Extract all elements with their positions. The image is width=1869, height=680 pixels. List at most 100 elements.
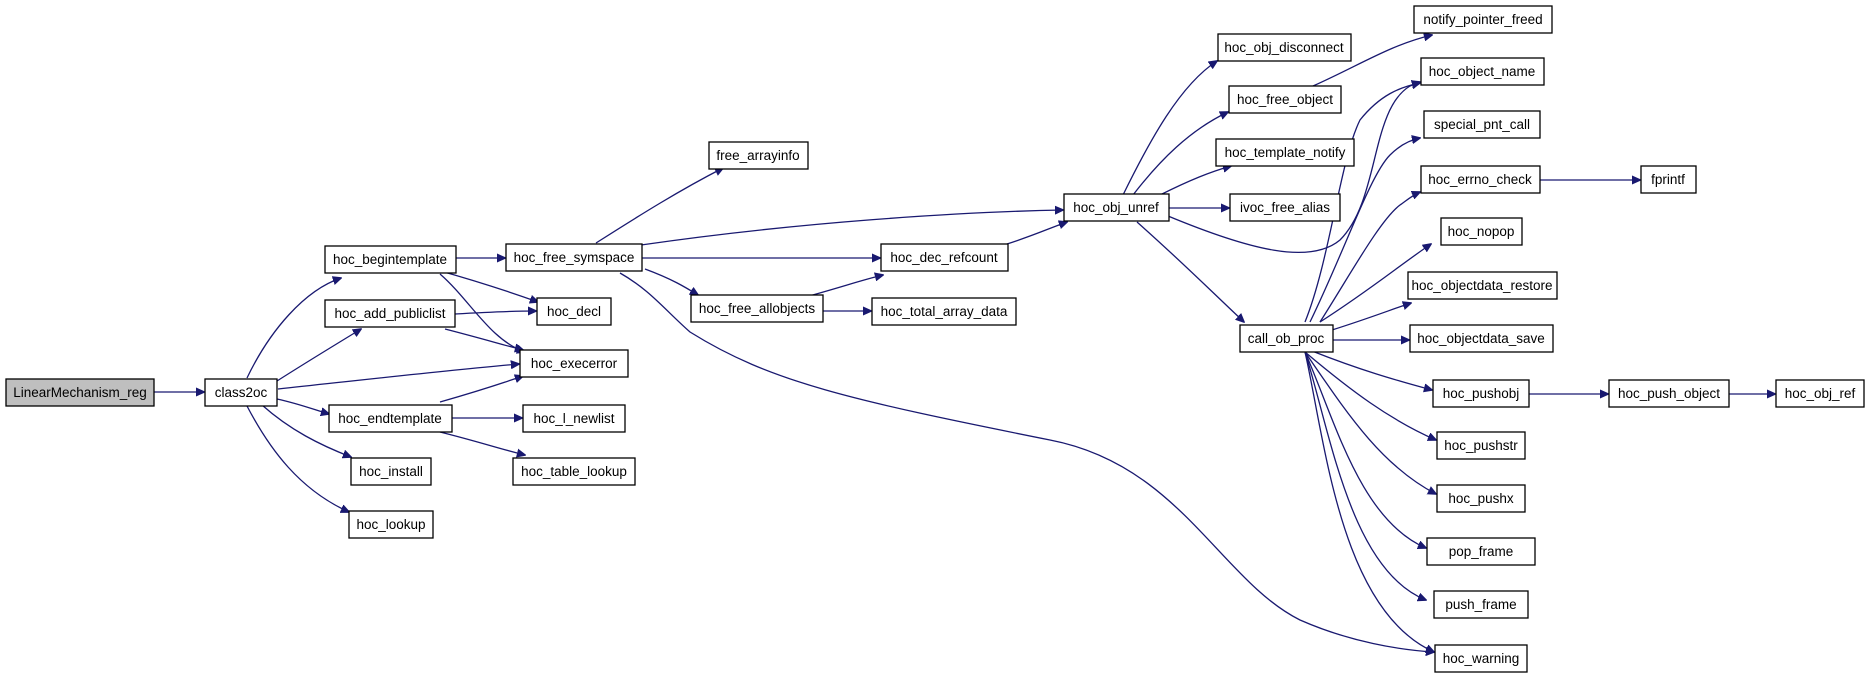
edge-hoc-add-publiclist-to-hoc-execerror [444,328,523,350]
node-label: notify_pointer_freed [1423,12,1542,27]
node-label: hoc_total_array_data [881,304,1008,319]
node-hoc-begintemplate[interactable]: hoc_begintemplate [324,245,457,274]
edge-class2oc-to-hoc-begintemplate [246,278,341,379]
edge-hoc-obj-unref-to-call-ob-proc [1136,221,1244,322]
edge-class2oc-to-hoc-add-publiclist [276,329,361,382]
node-hoc-endtemplate[interactable]: hoc_endtemplate [328,404,453,433]
node-call-ob-proc[interactable]: call_ob_proc [1239,324,1334,353]
node-label: hoc_object_name [1429,64,1536,79]
node-hoc-objectdata-save[interactable]: hoc_objectdata_save [1409,324,1554,353]
edge-hoc-obj-unref-to-hoc-free-object [1132,112,1228,196]
node-label: LinearMechanism_reg [13,385,147,400]
node-notify-pointer-freed[interactable]: notify_pointer_freed [1413,5,1553,34]
node-label: hoc_pushobj [1443,386,1520,401]
edge-class2oc-to-hoc-install [261,404,351,457]
node-pop-frame[interactable]: pop_frame [1426,537,1536,566]
node-free-arrayinfo[interactable]: free_arrayinfo [708,141,809,170]
node-push-frame[interactable]: push_frame [1433,590,1529,619]
node-label: hoc_objectdata_save [1417,331,1545,346]
edge-hoc-endtemplate-to-hoc-execerror [439,376,523,403]
edge-hoc-obj-unref-to-hoc-obj-disconnect [1122,61,1217,196]
node-hoc-add-publiclist[interactable]: hoc_add_publiclist [324,299,456,328]
node-hoc-push-object[interactable]: hoc_push_object [1608,379,1730,408]
node-hoc-total-array-data[interactable]: hoc_total_array_data [871,297,1017,326]
node-hoc-pushobj[interactable]: hoc_pushobj [1432,379,1530,408]
edge-call-ob-proc-to-hoc-nopop [1319,244,1431,323]
edge-hoc-free-allobjects-to-hoc-dec-refcount [808,275,883,297]
node-label: hoc_obj_unref [1073,200,1159,215]
node-hoc-free-object[interactable]: hoc_free_object [1228,85,1342,114]
node-label: hoc_add_publiclist [334,306,445,321]
node-label: hoc_install [359,464,423,479]
nodes: LinearMechanism_reg class2oc hoc_beginte… [5,5,1865,673]
node-hoc-l-newlist[interactable]: hoc_l_newlist [522,404,626,433]
node-hoc-obj-ref[interactable]: hoc_obj_ref [1775,379,1865,408]
edge-class2oc-to-hoc-lookup [246,405,349,512]
edge-call-ob-proc-to-push-frame [1304,351,1426,600]
node-label: hoc_obj_ref [1785,386,1856,401]
node-ivoc-free-alias[interactable]: ivoc_free_alias [1229,193,1341,222]
node-hoc-free-allobjects[interactable]: hoc_free_allobjects [690,294,824,323]
node-special-pnt-call[interactable]: special_pnt_call [1423,110,1541,139]
node-hoc-free-symspace[interactable]: hoc_free_symspace [505,243,643,272]
node-hoc-obj-unref[interactable]: hoc_obj_unref [1063,193,1170,222]
node-label: hoc_begintemplate [333,252,447,267]
edge-class2oc-to-hoc-execerror [277,364,519,390]
node-hoc-object-name[interactable]: hoc_object_name [1420,57,1545,86]
node-label: hoc_dec_refcount [890,250,998,265]
node-linearmechanism-reg[interactable]: LinearMechanism_reg [5,378,155,407]
node-hoc-template-notify[interactable]: hoc_template_notify [1215,138,1355,167]
node-label: pop_frame [1449,544,1514,559]
edge-hoc-begintemplate-to-hoc-decl [436,269,538,302]
node-hoc-objectdata-restore[interactable]: hoc_objectdata_restore [1407,271,1558,300]
edge-call-ob-proc-to-hoc-objectdata-restore [1331,303,1411,331]
node-hoc-obj-disconnect[interactable]: hoc_obj_disconnect [1217,33,1352,62]
edge-hoc-obj-unref-to-hoc-template-notify [1159,166,1231,196]
edge-hoc-free-object-to-notify-pointer-freed [1312,35,1432,87]
node-label: special_pnt_call [1434,117,1530,132]
edge-hoc-dec-refcount-to-hoc-obj-unref [1006,222,1067,245]
node-label: hoc_errno_check [1428,172,1532,187]
edge-hoc-free-symspace-to-hoc-warning [619,272,1434,652]
node-hoc-pushx[interactable]: hoc_pushx [1436,484,1526,513]
edge-call-ob-proc-to-hoc-warning [1304,351,1434,652]
edge-call-ob-proc-to-special-pnt-call [1309,138,1420,323]
node-hoc-lookup[interactable]: hoc_lookup [348,510,434,539]
node-hoc-pushstr[interactable]: hoc_pushstr [1436,431,1526,460]
node-hoc-warning[interactable]: hoc_warning [1434,644,1528,673]
edge-class2oc-to-hoc-endtemplate [276,398,329,414]
node-hoc-execerror[interactable]: hoc_execerror [519,349,629,378]
node-label: hoc_objectdata_restore [1411,278,1552,293]
node-label: hoc_pushx [1448,491,1514,506]
node-fprintf[interactable]: fprintf [1640,165,1697,194]
node-class2oc[interactable]: class2oc [204,378,278,407]
edge-hoc-endtemplate-to-hoc-table-lookup [439,431,525,455]
node-label: hoc_warning [1443,651,1520,666]
edge-hoc-free-symspace-to-hoc-free-allobjects [644,268,698,295]
node-label: hoc_obj_disconnect [1224,40,1344,55]
node-hoc-decl[interactable]: hoc_decl [536,297,612,326]
node-hoc-dec-refcount[interactable]: hoc_dec_refcount [880,243,1009,272]
node-label: class2oc [215,385,268,400]
node-label: hoc_nopop [1448,224,1515,239]
edge-call-ob-proc-to-hoc-pushstr [1304,351,1436,440]
node-label: push_frame [1445,597,1516,612]
node-hoc-install[interactable]: hoc_install [350,457,432,486]
node-label: hoc_table_lookup [521,464,627,479]
node-label: free_arrayinfo [716,148,799,163]
node-label: hoc_lookup [356,517,425,532]
node-label: hoc_pushstr [1444,438,1518,453]
node-hoc-errno-check[interactable]: hoc_errno_check [1420,165,1541,194]
node-label: ivoc_free_alias [1240,200,1330,215]
node-label: hoc_execerror [531,356,618,371]
edge-call-ob-proc-to-pop-frame [1304,351,1426,548]
node-hoc-nopop[interactable]: hoc_nopop [1440,217,1523,246]
node-hoc-table-lookup[interactable]: hoc_table_lookup [512,457,636,486]
node-label: hoc_decl [547,304,601,319]
node-label: hoc_l_newlist [533,411,614,426]
node-label: hoc_free_symspace [514,250,635,265]
edge-hoc-free-symspace-to-hoc-obj-unref [640,210,1063,246]
node-label: fprintf [1651,172,1685,187]
node-label: call_ob_proc [1248,331,1325,346]
